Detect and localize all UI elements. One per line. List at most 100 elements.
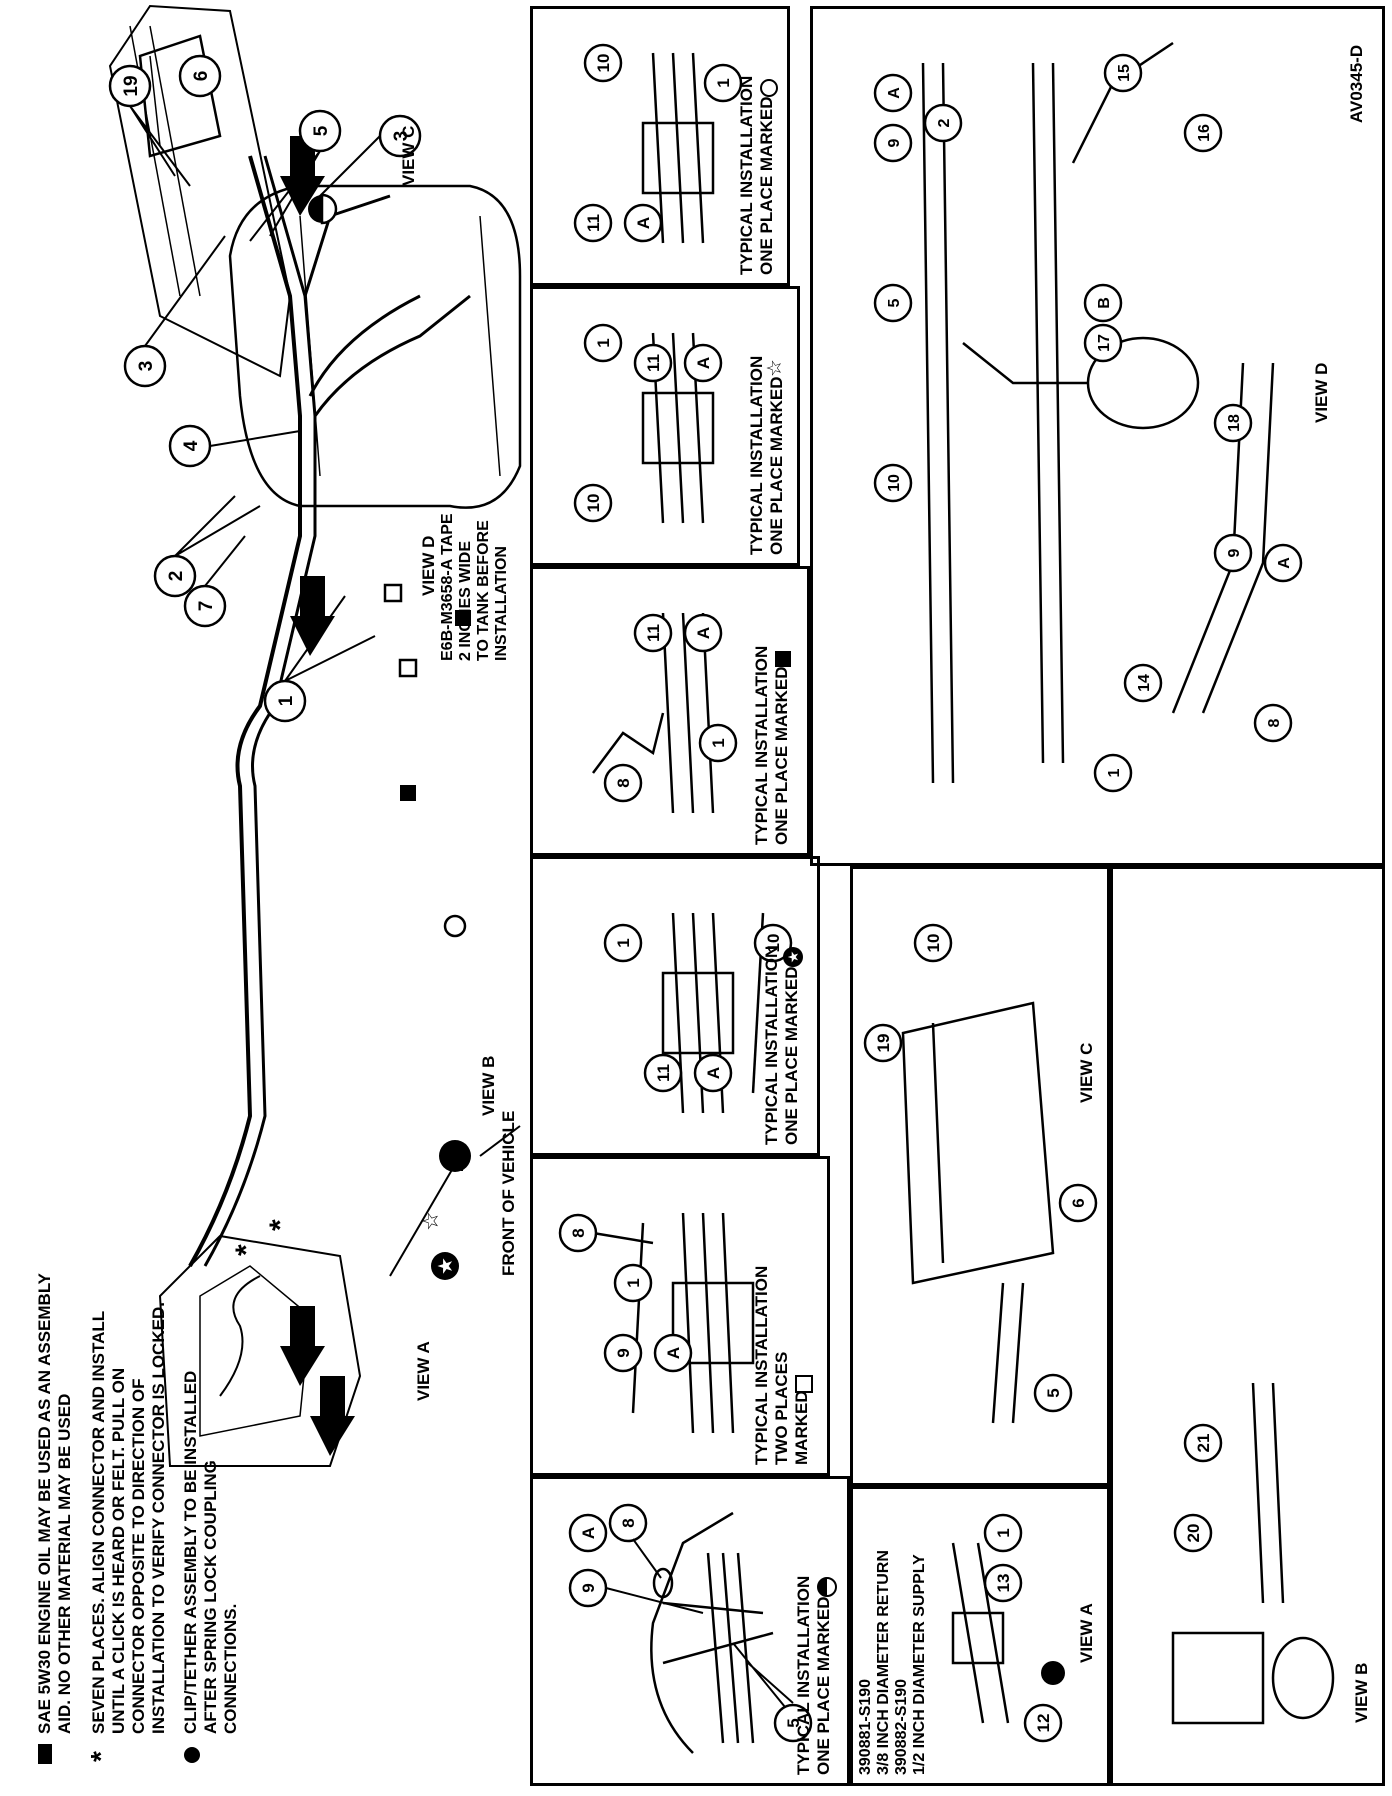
panel-star-circle: 1 10 11 A TYPICAL INSTALLATION ONE PLACE… bbox=[530, 856, 820, 1156]
square-filled-caption-1: TYPICAL INSTALLATION bbox=[752, 645, 771, 845]
view-d-callout-10: 10 bbox=[886, 474, 903, 492]
square-open-caption-1: TYPICAL INSTALLATION bbox=[752, 1265, 771, 1465]
view-d-callout-8: 8 bbox=[1266, 718, 1283, 727]
square-open-caption-2: TWO PLACES bbox=[772, 1351, 791, 1465]
panel-half-circle-drawing: 8 9 A 5 bbox=[568, 1503, 813, 1754]
svg-text:★: ★ bbox=[435, 1257, 457, 1275]
half-circle-callout-8: 8 bbox=[619, 1518, 638, 1527]
square-open-marker-icon bbox=[795, 1375, 813, 1393]
main-view-a-label: VIEW A bbox=[414, 1341, 433, 1401]
view-b-callout-21: 21 bbox=[1194, 1434, 1213, 1453]
star-circle-callout-A: A bbox=[704, 1067, 723, 1079]
view-d-label: VIEW D bbox=[1312, 362, 1331, 423]
view-c-label: VIEW C bbox=[1077, 1042, 1096, 1103]
panel-star-circle-drawing: 1 10 11 A bbox=[603, 912, 793, 1114]
view-a-callout-12: 12 bbox=[1034, 1714, 1053, 1733]
star-circle-marker-icon: ★ bbox=[783, 947, 803, 967]
star-open-callout-A: A bbox=[694, 357, 713, 369]
panel-view-b: 20 21 VIEW B bbox=[1110, 866, 1385, 1786]
circle-open-callout-1: 1 bbox=[714, 78, 733, 87]
circle-open-marker-icon bbox=[760, 79, 778, 97]
square-open-callout-9: 9 bbox=[614, 1348, 633, 1357]
panel-circle-open-drawing: 11 A 10 1 bbox=[573, 43, 743, 244]
view-b-drawing: 20 21 bbox=[1171, 1382, 1335, 1725]
square-filled-caption-2: ONE PLACE MARKED bbox=[772, 666, 791, 845]
view-a-callout-1: 1 bbox=[994, 1528, 1013, 1537]
panel-half-circle: 8 9 A 5 TYPICAL INSTALLATION ONE PLACE M… bbox=[530, 1476, 850, 1786]
star-circle-callout-11: 11 bbox=[654, 1064, 673, 1082]
half-circle-caption-2: ONE PLACE MARKED bbox=[814, 1596, 833, 1775]
circle-open-callout-A: A bbox=[634, 217, 653, 229]
panel-square-filled: 8 1 11 A TYPICAL INSTALLATION ONE PLACE … bbox=[530, 566, 810, 856]
view-d-callout-15: 15 bbox=[1116, 64, 1133, 82]
circle-open-caption-1: TYPICAL INSTALLATION bbox=[737, 75, 756, 275]
view-d-callout-5: 5 bbox=[886, 298, 903, 307]
half-circle-callout-5: 5 bbox=[784, 1718, 803, 1727]
square-filled-marker-icon bbox=[775, 651, 791, 667]
main-callout-1: 1 bbox=[276, 695, 297, 706]
panel-view-c: 19 10 6 5 VIEW C bbox=[850, 866, 1110, 1486]
view-b-label: VIEW B bbox=[1352, 1662, 1371, 1723]
square-filled-callout-A: A bbox=[694, 627, 713, 639]
half-circle-caption-1: TYPICAL INSTALLATION bbox=[794, 1575, 813, 1775]
panel-circle-open: 11 A 10 1 TYPICAL INSTALLATION ONE PLACE… bbox=[530, 6, 790, 286]
view-c-callout-19: 19 bbox=[874, 1034, 893, 1053]
square-filled-callout-11: 11 bbox=[644, 624, 663, 642]
panel-star-open: 10 1 11 A TYPICAL INSTALLATION ONE PLACE… bbox=[530, 286, 800, 566]
circle-open-callout-10: 10 bbox=[594, 54, 613, 73]
main-callout-4: 4 bbox=[181, 440, 202, 451]
main-view-c-label: VIEW C bbox=[399, 125, 418, 186]
view-d-callout-Ab: A bbox=[1276, 557, 1293, 569]
view-d-callout-2: 2 bbox=[936, 118, 953, 127]
panel-view-a: 390881-S190 3/8 INCH DIAMETER RETURN 390… bbox=[850, 1486, 1110, 1786]
view-d-callout-A: A bbox=[886, 87, 903, 99]
view-d-code: AV0345-D bbox=[1347, 44, 1366, 123]
square-open-callout-8: 8 bbox=[569, 1228, 588, 1237]
star-open-callout-1: 1 bbox=[594, 338, 613, 347]
view-d-callout-14: 14 bbox=[1136, 674, 1153, 692]
star-open-marker-icon: ☆ bbox=[764, 359, 786, 377]
circle-open-caption-2: ONE PLACE MARKED bbox=[757, 96, 776, 275]
square-open-callout-A: A bbox=[664, 1347, 683, 1359]
view-d-callout-1: 1 bbox=[1106, 768, 1123, 777]
svg-text:☆: ☆ bbox=[418, 1211, 443, 1231]
half-circle-marker-icon bbox=[817, 1577, 837, 1597]
half-circle-callout-9: 9 bbox=[579, 1583, 598, 1592]
star-open-caption-2: ONE PLACE MARKED bbox=[767, 376, 786, 555]
main-callout-19: 19 bbox=[121, 75, 142, 96]
square-open-callout-1: 1 bbox=[624, 1278, 643, 1287]
main-callout-7: 7 bbox=[196, 601, 217, 612]
view-c-drawing: 19 10 6 5 bbox=[863, 923, 1098, 1424]
square-filled-callout-1: 1 bbox=[709, 738, 728, 747]
star-circle-caption-2: ONE PLACE MARKED bbox=[782, 966, 801, 1145]
main-callout-6: 6 bbox=[191, 71, 212, 82]
view-a-drawing: 1 13 12 bbox=[951, 1513, 1065, 1743]
circle-open-callout-11: 11 bbox=[584, 214, 603, 232]
half-circle-callout-A: A bbox=[579, 1527, 598, 1539]
view-d-callout-16: 16 bbox=[1196, 124, 1213, 142]
panel-square-open: 8 1 9 A TYPICAL INSTALLATION TWO PLACES … bbox=[530, 1156, 830, 1476]
view-d-callout-9: 9 bbox=[886, 138, 903, 147]
star-circle-callout-1: 1 bbox=[614, 938, 633, 947]
main-callout-3b: 3 bbox=[136, 361, 157, 372]
view-d-callout-B: B bbox=[1096, 297, 1113, 309]
star-circle-caption-1: TYPICAL INSTALLATION bbox=[762, 945, 781, 1145]
star-open-callout-11: 11 bbox=[644, 354, 663, 372]
svg-text:*: * bbox=[230, 1244, 263, 1256]
svg-text:*: * bbox=[264, 1219, 297, 1231]
main-view-b-label: VIEW B bbox=[479, 1055, 498, 1116]
view-d-callout-9b: 9 bbox=[1226, 548, 1243, 557]
tape-note-2: 2 INCHES WIDE bbox=[457, 540, 474, 661]
square-open-caption-3: MARKED bbox=[792, 1390, 811, 1465]
front-of-vehicle-label: FRONT OF VEHICLE bbox=[499, 1110, 518, 1276]
view-c-callout-6: 6 bbox=[1069, 1198, 1088, 1207]
panel-square-filled-drawing: 8 1 11 A bbox=[592, 612, 738, 814]
tape-note-4: INSTALLATION bbox=[493, 546, 510, 661]
main-view-d-label: VIEW D bbox=[419, 535, 438, 596]
star-open-caption-1: TYPICAL INSTALLATION bbox=[747, 355, 766, 555]
panel-view-d: 9 A 2 15 16 5 17 B 18 10 9 A 14 8 1 VIEW… bbox=[810, 6, 1385, 866]
main-callout-2: 2 bbox=[166, 571, 187, 582]
view-b-callout-20: 20 bbox=[1184, 1524, 1203, 1543]
